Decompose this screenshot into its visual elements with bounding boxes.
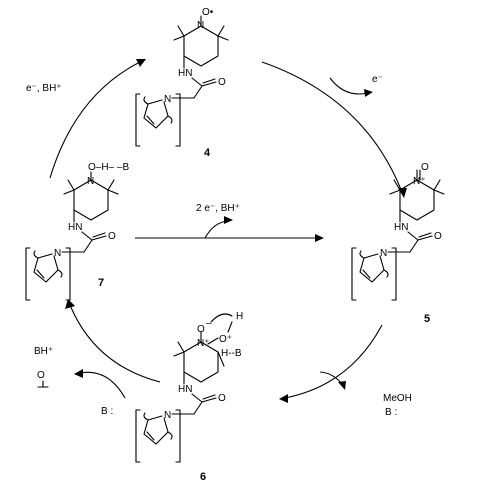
reagent-top-right: e⁻ xyxy=(372,74,383,85)
n-plus-6: N⁺ xyxy=(197,338,210,349)
arrow-4-to-5 xyxy=(261,61,403,193)
structure-7: N O–H– –B HN O N 7 xyxy=(25,162,129,301)
n-plus-5: N⁺ xyxy=(413,176,426,187)
curve-top-right xyxy=(329,77,369,95)
pyrrole-ring-5 xyxy=(359,253,385,283)
pyrrole-n-6: N xyxy=(164,410,171,421)
reagent-base-right: B : xyxy=(385,407,397,418)
curve-center-head xyxy=(224,216,233,224)
ring-4 xyxy=(183,25,219,67)
compound-label-5: 5 xyxy=(424,313,430,325)
arrow-5-to-6 xyxy=(284,324,383,399)
reagent-top-left: e⁻, BH⁺ xyxy=(26,83,62,94)
reagent-curves xyxy=(74,77,373,399)
arrow-5-to-6-head xyxy=(279,394,288,403)
o-amide-4: O xyxy=(218,77,226,88)
minus-charge-6: – xyxy=(206,318,212,329)
oxo-5: O xyxy=(421,162,429,173)
pyrrole-ring-6 xyxy=(143,415,169,445)
o-minus-6: O xyxy=(197,324,205,335)
arrow-7-to-4 xyxy=(49,61,141,179)
structure-5: N⁺ O HN O N 5 xyxy=(351,162,445,325)
arrow-7-to-5-head xyxy=(315,234,324,242)
curve-bottom-left-head xyxy=(74,369,83,378)
o-amide-6: O xyxy=(218,393,226,404)
arrow-6-to-7-head xyxy=(65,299,75,309)
compound-label-6: 6 xyxy=(200,471,206,483)
curve-bottom-left xyxy=(79,371,126,399)
structure-4: N O• HN O N 4 xyxy=(135,7,229,159)
nitroxide-4: O• xyxy=(202,7,214,18)
hn-5: HN xyxy=(394,222,408,233)
hn-4: HN xyxy=(178,68,192,79)
reagent-formaldehyde: O xyxy=(37,370,45,381)
pyrrole-n-5: N xyxy=(380,248,387,259)
compound-label-4: 4 xyxy=(204,147,211,159)
structure-6: N⁺ O – O⁺ H H--B HN O N 6 xyxy=(135,311,243,483)
o-plus-6: O⁺ xyxy=(219,334,232,345)
reagent-base-left: B : xyxy=(101,406,113,417)
pyrrole-ring-7 xyxy=(33,253,59,283)
reagent-bh-left: BH⁺ xyxy=(34,346,53,357)
curve-bottom-right-head xyxy=(338,381,346,390)
reagent-center: 2 e⁻, BH⁺ xyxy=(196,203,240,214)
pyrrole-n-4: N xyxy=(164,94,171,105)
curve-top-right-head xyxy=(364,89,373,97)
reagent-meoh: MeOH xyxy=(383,393,412,404)
arrow-7-to-4-head xyxy=(136,59,146,67)
cycle-arrows xyxy=(49,59,407,403)
hn-6: HN xyxy=(178,384,192,395)
arrow-6-to-7 xyxy=(69,304,161,383)
n-atom-4: N xyxy=(197,20,204,31)
o-amide-7: O xyxy=(108,231,116,242)
pyrrole-ring-4 xyxy=(143,99,169,129)
n-atom-7: N xyxy=(87,176,94,187)
o-amide-5: O xyxy=(434,231,442,242)
hn-7: HN xyxy=(68,222,82,233)
h-6: H xyxy=(236,311,243,322)
reagent-labels: e⁻, BH⁺ e⁻ 2 e⁻, BH⁺ MeOH B : BH⁺ O B : xyxy=(26,74,412,418)
hb-6: H--B xyxy=(221,348,242,359)
pyrrole-n-7: N xyxy=(54,248,61,259)
oh-b-7: O–H– –B xyxy=(88,162,129,173)
compound-label-7: 7 xyxy=(98,277,104,289)
